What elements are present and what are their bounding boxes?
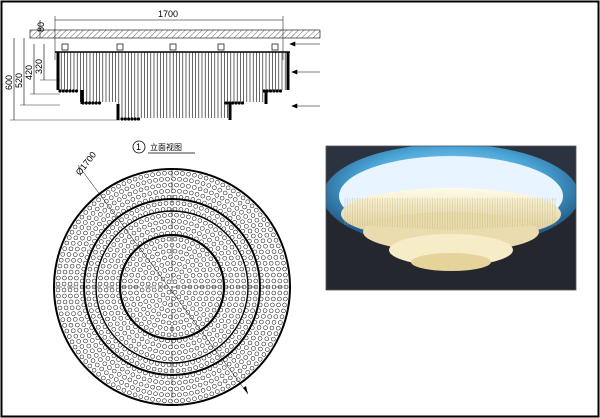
ceiling-slab xyxy=(29,29,321,39)
chandelier-photo xyxy=(325,145,577,291)
crystal-dot-pattern xyxy=(55,170,289,404)
elevation-view: 1700 80 600 520 420 320 xyxy=(4,9,321,154)
crystal-strands xyxy=(56,52,290,121)
view-number: 1 xyxy=(136,142,141,152)
diameter-arrow xyxy=(243,386,248,394)
diameter-leader xyxy=(77,164,249,395)
view-title: 立面视图 xyxy=(150,142,182,152)
height-total-dim-label: 600 xyxy=(4,75,14,90)
height-320-dim-label: 320 xyxy=(34,59,44,74)
diameter-dim-label: Ø1700 xyxy=(74,150,99,177)
mounting-blocks xyxy=(61,43,279,51)
height-520-dim-label: 520 xyxy=(14,73,24,88)
side-arrows xyxy=(289,41,320,109)
top-dim-label: 80 xyxy=(36,22,46,32)
width-dim-label: 1700 xyxy=(158,9,178,19)
plan-view: Ø1700 xyxy=(53,150,291,406)
height-420-dim-label: 420 xyxy=(24,65,34,80)
view-number-circle xyxy=(132,140,146,154)
photo-frame xyxy=(325,145,577,291)
